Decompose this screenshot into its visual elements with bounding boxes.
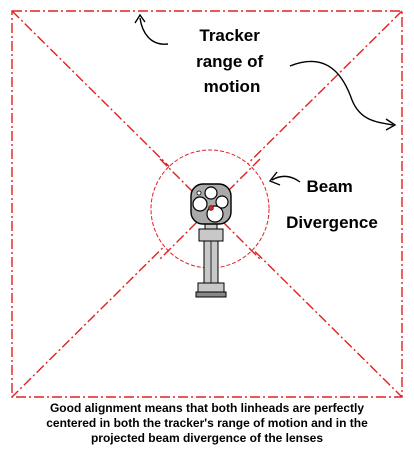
caption-line-1: Good alignment means that both linheads … <box>49 401 365 415</box>
arrow-head-top <box>134 13 146 24</box>
small-knob <box>196 190 202 196</box>
alignment-diagram: Tracker range of motion Beam Divergence <box>11 10 403 398</box>
center-dot <box>208 205 214 211</box>
tracker-range-line-3: motion <box>204 77 261 96</box>
arrow-head-circle <box>268 171 281 186</box>
beam-divergence-label: Beam Divergence <box>286 177 378 232</box>
annotation-arrows <box>134 13 397 186</box>
tracker-range-label: Tracker range of motion <box>196 26 268 96</box>
arrow-head-right <box>385 118 397 131</box>
figure-caption: Good alignment means that both linheads … <box>0 401 414 446</box>
tracker-head-icon <box>190 183 232 298</box>
arrow-to-right-edge <box>289 60 394 126</box>
diagonal-overlay-b <box>159 158 261 260</box>
beam-divergence-line-1: Beam <box>306 177 352 196</box>
caption-line-2: centered in both the tracker's range of … <box>46 416 368 430</box>
lens-right <box>215 195 229 209</box>
lens-left <box>192 196 208 212</box>
range-boundary-rect <box>11 10 403 398</box>
lens-top <box>204 186 218 200</box>
arrow-to-circle <box>271 175 301 183</box>
beam-divergence-line-2: Divergence <box>286 213 378 232</box>
caption-line-3: projected beam divergence of the lenses <box>90 431 324 445</box>
stand-collar <box>198 228 224 242</box>
tracker-range-line-2: range of <box>196 52 263 71</box>
diagonal-overlay-a <box>159 158 261 260</box>
arrow-to-top-edge <box>139 17 169 45</box>
tracker-range-line-1: Tracker <box>199 26 260 45</box>
stand-base <box>195 291 227 298</box>
